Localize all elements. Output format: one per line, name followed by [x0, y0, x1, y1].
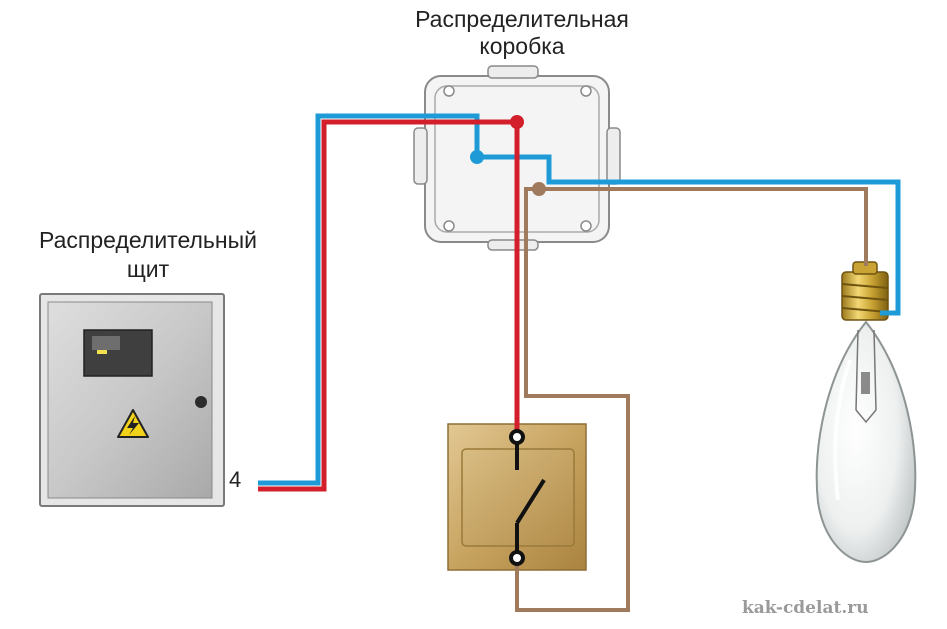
neutral-junction-dot	[470, 150, 484, 164]
panel-lock	[195, 396, 207, 408]
junction-box-screw	[443, 220, 455, 232]
phase-junction-dot	[510, 115, 524, 129]
phase-wire	[258, 119, 520, 492]
bulb-base	[841, 261, 889, 321]
switched-junction-dot	[532, 182, 546, 196]
watermark: kak-cdelat.ru	[742, 598, 869, 618]
junction-box-screw	[443, 85, 455, 97]
junction-box-label: Распределительная коробка	[372, 6, 672, 60]
cable-count-label: 4	[229, 467, 242, 492]
distribution-panel-label: Распределительный щит	[8, 226, 288, 284]
high-voltage-warning-icon	[117, 409, 149, 438]
junction-box-label-line1: Распределительная	[415, 6, 629, 32]
switch-contact-icon	[509, 429, 546, 566]
light-switch	[447, 423, 587, 571]
distribution-panel-label-line1: Распределительный	[39, 227, 257, 253]
switched-wire-to-lamp	[539, 187, 868, 266]
neutral-wire-to-lamp	[477, 154, 901, 316]
junction-box-screw	[580, 220, 592, 232]
distribution-panel-label-line2: щит	[126, 256, 170, 282]
circuit-breaker-window	[83, 329, 153, 377]
switched-wire-loop	[515, 187, 630, 612]
junction-box-screw	[580, 85, 592, 97]
light-bulb	[815, 261, 917, 564]
bulb-filament	[855, 329, 877, 424]
neutral-wire-feed	[258, 113, 480, 486]
distribution-panel	[39, 293, 225, 507]
junction-box-label-line2: коробка	[479, 33, 565, 59]
